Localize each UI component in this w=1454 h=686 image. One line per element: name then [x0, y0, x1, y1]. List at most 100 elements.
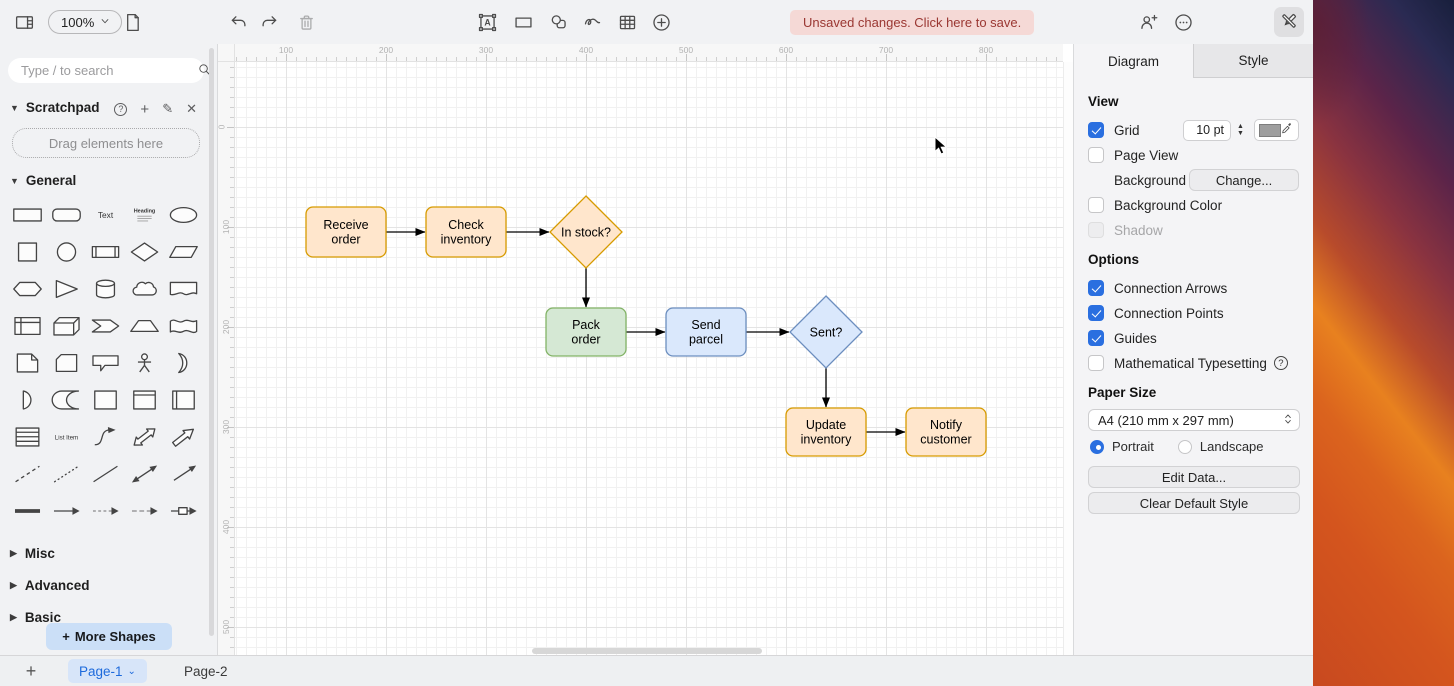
radio-icon[interactable] — [1177, 439, 1192, 454]
sidebar-section-misc[interactable]: ▶Misc — [10, 546, 55, 561]
search-input[interactable] — [21, 63, 197, 78]
rectangle-tool-icon[interactable] — [512, 11, 534, 33]
shape-dotted-line[interactable] — [47, 455, 86, 492]
more-shapes-button[interactable]: + More Shapes — [46, 623, 172, 650]
freehand-tool-icon[interactable] — [581, 11, 603, 33]
sidebar-toggle-icon[interactable] — [13, 11, 35, 33]
redo-icon[interactable] — [258, 11, 280, 33]
shape-cylinder[interactable] — [86, 270, 125, 307]
shape-rectangle[interactable] — [8, 196, 47, 233]
unsaved-changes-banner[interactable]: Unsaved changes. Click here to save. — [790, 10, 1035, 35]
tab-style[interactable]: Style — [1193, 44, 1313, 78]
shape-ellipse[interactable] — [164, 196, 203, 233]
sidebar-scrollbar[interactable] — [209, 48, 214, 636]
shape-and[interactable] — [8, 381, 47, 418]
shape-line[interactable] — [86, 455, 125, 492]
scratchpad-header[interactable]: ▼ Scratchpad — [10, 100, 99, 115]
page-outline-icon[interactable] — [121, 11, 143, 33]
shape-tool-icon[interactable] — [547, 11, 569, 33]
node-sent[interactable]: Sent? — [789, 295, 863, 369]
shape-step[interactable] — [86, 307, 125, 344]
shape-horizontal-container[interactable] — [164, 381, 203, 418]
add-page-button[interactable]: + — [25, 660, 37, 681]
orientation-portrait[interactable]: Portrait — [1090, 439, 1154, 454]
scratchpad-dropzone[interactable]: Drag elements here — [12, 128, 200, 158]
shape-actor[interactable] — [125, 344, 164, 381]
shape-cube[interactable] — [47, 307, 86, 344]
shape-link[interactable] — [8, 492, 47, 529]
shape-text[interactable]: Text — [86, 196, 125, 233]
shape-note[interactable] — [8, 344, 47, 381]
add-collaborator-icon[interactable] — [1137, 11, 1159, 33]
shape-heading[interactable]: Heading — [125, 196, 164, 233]
page-view-checkbox[interactable] — [1088, 147, 1104, 163]
grid-checkbox[interactable] — [1088, 122, 1104, 138]
shape-document[interactable] — [164, 270, 203, 307]
general-section-header[interactable]: ▼ General — [10, 173, 76, 188]
shape-circle[interactable] — [47, 233, 86, 270]
shape-parallelogram[interactable] — [164, 233, 203, 270]
tab-diagram[interactable]: Diagram — [1074, 44, 1193, 78]
shape-list-item[interactable]: List Item — [47, 418, 86, 455]
shape-trapezoid[interactable] — [125, 307, 164, 344]
scratchpad-add-icon[interactable]: + — [140, 100, 150, 118]
shape-container[interactable] — [86, 381, 125, 418]
grid-color-button[interactable] — [1254, 119, 1299, 141]
undo-icon[interactable] — [227, 11, 249, 33]
shape-curve[interactable] — [86, 418, 125, 455]
shape-labeled-arrow[interactable] — [164, 492, 203, 529]
insert-icon[interactable] — [650, 11, 672, 33]
scratchpad-help-icon[interactable]: ? — [114, 102, 128, 116]
page-tab-page-2[interactable]: Page-2 — [183, 663, 228, 679]
shape-hexagon[interactable] — [8, 270, 47, 307]
shape-directional-connector[interactable] — [164, 455, 203, 492]
shape-arrow[interactable] — [164, 418, 203, 455]
connection-points-checkbox[interactable] — [1088, 305, 1104, 321]
clear-default-style-button[interactable]: Clear Default Style — [1088, 492, 1300, 514]
shape-list[interactable] — [8, 418, 47, 455]
more-options-icon[interactable] — [1172, 11, 1194, 33]
shape-dashed-arrow-2[interactable] — [125, 492, 164, 529]
shape-bidirectional-connector[interactable] — [125, 455, 164, 492]
scratchpad-edit-icon[interactable]: ✎ — [162, 101, 174, 116]
zoom-dropdown[interactable]: 100% — [48, 10, 123, 34]
sidebar-section-advanced[interactable]: ▶Advanced — [10, 578, 90, 593]
shape-bidirectional-arrow[interactable] — [125, 418, 164, 455]
table-tool-icon[interactable] — [616, 11, 638, 33]
horizontal-scrollbar[interactable] — [532, 648, 762, 654]
shape-arrow-connector[interactable] — [47, 492, 86, 529]
help-icon[interactable]: ? — [1273, 356, 1288, 370]
orientation-landscape[interactable]: Landscape — [1177, 439, 1264, 454]
vertical-scrollbar-gutter[interactable] — [1063, 62, 1073, 655]
shape-search[interactable] — [8, 58, 210, 83]
sidebar-section-basic[interactable]: ▶Basic — [10, 610, 61, 625]
text-tool-icon[interactable]: A — [476, 11, 498, 33]
radio-icon[interactable] — [1090, 439, 1104, 454]
shape-or[interactable] — [164, 344, 203, 381]
shape-card[interactable] — [47, 344, 86, 381]
shape-process[interactable] — [86, 233, 125, 270]
sketch-theme-button[interactable] — [1274, 7, 1304, 37]
connection-arrows-checkbox[interactable] — [1088, 280, 1104, 296]
shape-tape[interactable] — [164, 307, 203, 344]
scratchpad-close-icon[interactable]: ✕ — [186, 101, 197, 116]
node-in-stock[interactable]: In stock? — [549, 195, 623, 269]
paper-size-select[interactable]: A4 (210 mm x 297 mm) — [1088, 409, 1300, 431]
shape-vertical-container[interactable] — [125, 381, 164, 418]
grid-size-input[interactable] — [1183, 119, 1231, 141]
grid-size-stepper[interactable]: ▲▼ — [1237, 123, 1244, 137]
shape-dashed-arrow[interactable] — [86, 492, 125, 529]
edit-data-button[interactable]: Edit Data... — [1088, 466, 1300, 488]
shape-dashed-line[interactable] — [8, 455, 47, 492]
shape-rounded-rectangle[interactable] — [47, 196, 86, 233]
change-background-button[interactable]: Change... — [1189, 169, 1299, 191]
shape-cloud[interactable] — [125, 270, 164, 307]
shape-diamond[interactable] — [125, 233, 164, 270]
